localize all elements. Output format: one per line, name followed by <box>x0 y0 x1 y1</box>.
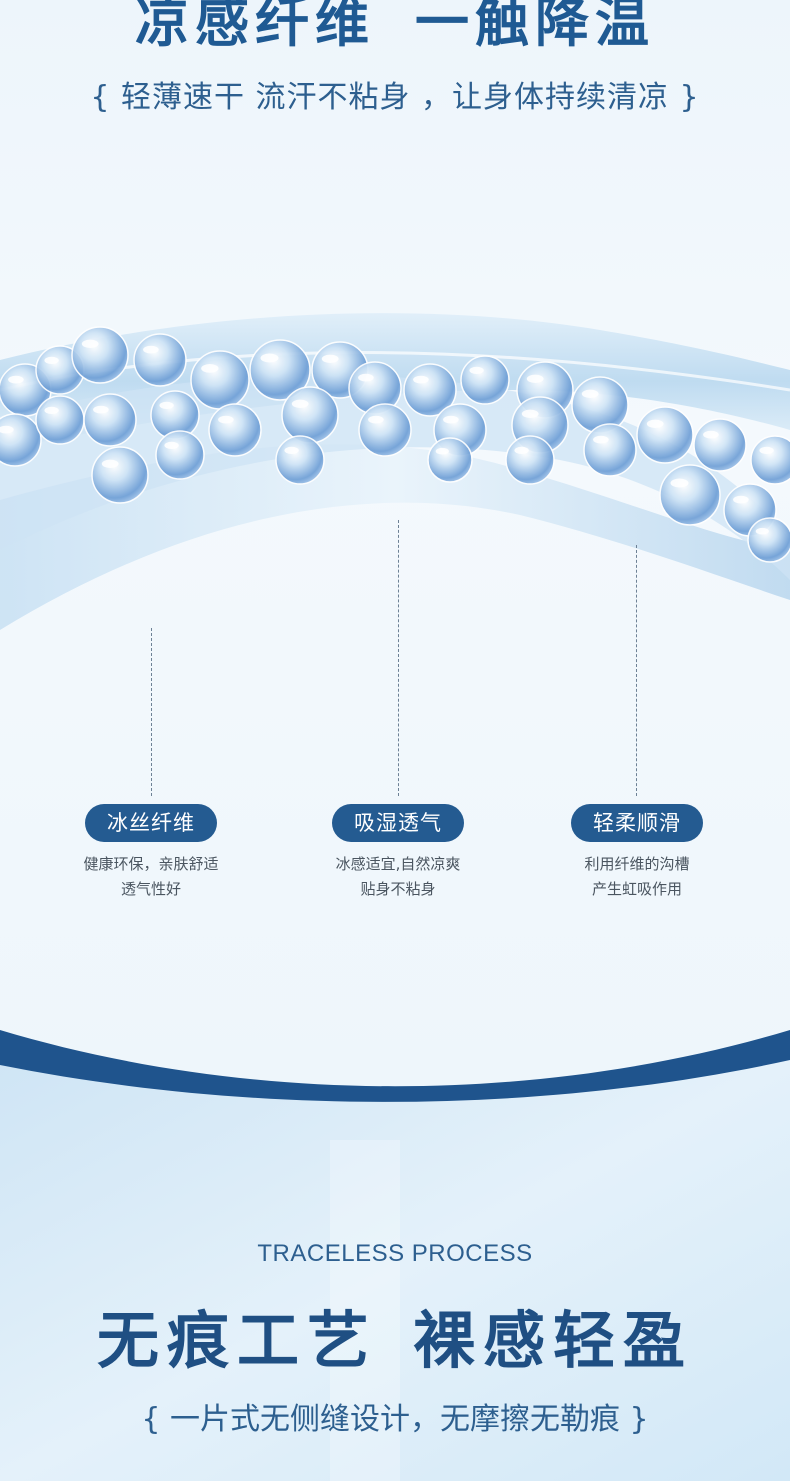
water-bead-highlight <box>581 389 599 398</box>
water-bead-highlight <box>755 527 769 535</box>
leader-line-1 <box>151 628 152 796</box>
water-bead-highlight <box>526 374 544 383</box>
water-bead-highlight <box>260 353 279 363</box>
water-bead <box>35 395 85 445</box>
feature-badge: 轻柔顺滑 <box>571 804 703 842</box>
water-bead <box>71 326 129 384</box>
hero-title-left: 凉感纤维 <box>135 0 375 54</box>
water-bead <box>505 435 555 485</box>
feature-desc: 利用纤维的沟槽 产生虹吸作用 <box>537 852 737 902</box>
water-bead-highlight <box>593 435 609 444</box>
water-bead <box>583 423 637 477</box>
water-bead-highlight <box>358 373 374 382</box>
light-blue-panel <box>0 1060 790 1481</box>
feature-soft-smooth: 轻柔顺滑 利用纤维的沟槽 产生虹吸作用 <box>537 804 737 902</box>
water-bead-highlight <box>733 495 749 504</box>
feature-desc-line: 贴身不粘身 <box>360 880 436 898</box>
water-bead-highlight <box>321 354 339 363</box>
water-bead-highlight <box>164 441 179 449</box>
water-bead <box>659 464 721 526</box>
soft-glow <box>330 1140 400 1481</box>
feature-desc: 健康环保，亲肤舒适 透气性好 <box>51 852 251 902</box>
water-bead-highlight <box>759 446 774 454</box>
leader-line-3 <box>636 545 637 796</box>
water-bead <box>275 435 325 485</box>
water-bead <box>460 355 510 405</box>
feature-badge: 冰丝纤维 <box>85 804 217 842</box>
water-bead-highlight <box>8 375 24 384</box>
process-title: 无痕工艺裸感轻盈 <box>0 1290 790 1380</box>
water-bead-highlight <box>413 375 429 384</box>
water-bead-highlight <box>443 415 459 424</box>
feature-badge: 吸湿透气 <box>332 804 464 842</box>
water-bead-highlight <box>201 364 219 373</box>
water-bead-highlight <box>435 447 449 455</box>
leader-line-2 <box>398 520 399 796</box>
water-bead <box>155 430 205 480</box>
process-subtitle: { 一片式无侧缝设计，无摩擦无勒痕 } <box>141 1402 649 1437</box>
hero-subtitle: { 轻薄速干 流汗不粘身 ，让身体持续清凉 } <box>90 80 700 115</box>
water-bead-highlight <box>218 415 234 424</box>
water-bead <box>747 517 790 563</box>
water-bead-highlight <box>0 425 14 434</box>
water-bead-highlight <box>521 409 539 418</box>
water-bead-highlight <box>291 399 309 408</box>
water-bead-highlight <box>44 356 59 364</box>
fabric-ribbon-lower <box>0 444 790 630</box>
water-bead-highlight <box>646 419 664 428</box>
water-bead <box>190 350 250 410</box>
water-bead <box>427 437 473 483</box>
water-bead-highlight <box>93 405 109 414</box>
hero-title-right: 一触降温 <box>415 0 655 54</box>
water-bead-highlight <box>670 478 689 488</box>
feature-desc-line: 产生虹吸作用 <box>591 880 682 898</box>
water-bead <box>133 333 187 387</box>
water-bead-highlight <box>101 459 119 468</box>
water-bead-highlight <box>368 415 384 424</box>
feature-desc-line: 透气性好 <box>120 880 181 898</box>
hero-title: 凉感纤维一触降温 <box>0 0 790 57</box>
water-bead-highlight <box>284 446 299 454</box>
water-bead <box>636 406 694 464</box>
water-bead-highlight <box>514 446 529 454</box>
water-bead <box>571 376 629 434</box>
feature-desc-line: 健康环保，亲肤舒适 <box>83 855 219 873</box>
water-bead-highlight <box>143 345 159 354</box>
water-bead-highlight <box>44 406 59 414</box>
feature-desc-line: 冰感适宜,自然凉爽 <box>335 855 461 873</box>
process-title-right: 裸感轻盈 <box>413 1304 694 1377</box>
feature-ice-silk: 冰丝纤维 健康环保，亲肤舒适 透气性好 <box>51 804 251 902</box>
feature-desc: 冰感适宜,自然凉爽 贴身不粘身 <box>298 852 498 902</box>
feature-desc-line: 利用纤维的沟槽 <box>584 855 690 873</box>
fabric-wave-illustration <box>0 313 790 630</box>
water-bead-highlight <box>469 366 484 374</box>
feature-moisture-breathable: 吸湿透气 冰感适宜,自然凉爽 贴身不粘身 <box>298 804 498 902</box>
water-bead-highlight <box>159 401 174 409</box>
water-bead <box>91 446 149 504</box>
process-section-background <box>0 1030 790 1481</box>
water-bead <box>693 418 747 472</box>
process-title-left: 无痕工艺 <box>96 1304 377 1377</box>
water-bead <box>281 386 339 444</box>
water-bead-highlight <box>81 339 99 348</box>
process-en-title: TRACELESS PROCESS <box>257 1240 533 1267</box>
water-bead <box>750 435 790 485</box>
water-bead-highlight <box>703 430 719 439</box>
water-bead <box>358 403 412 457</box>
water-bead <box>208 403 262 457</box>
water-bead <box>83 393 137 447</box>
